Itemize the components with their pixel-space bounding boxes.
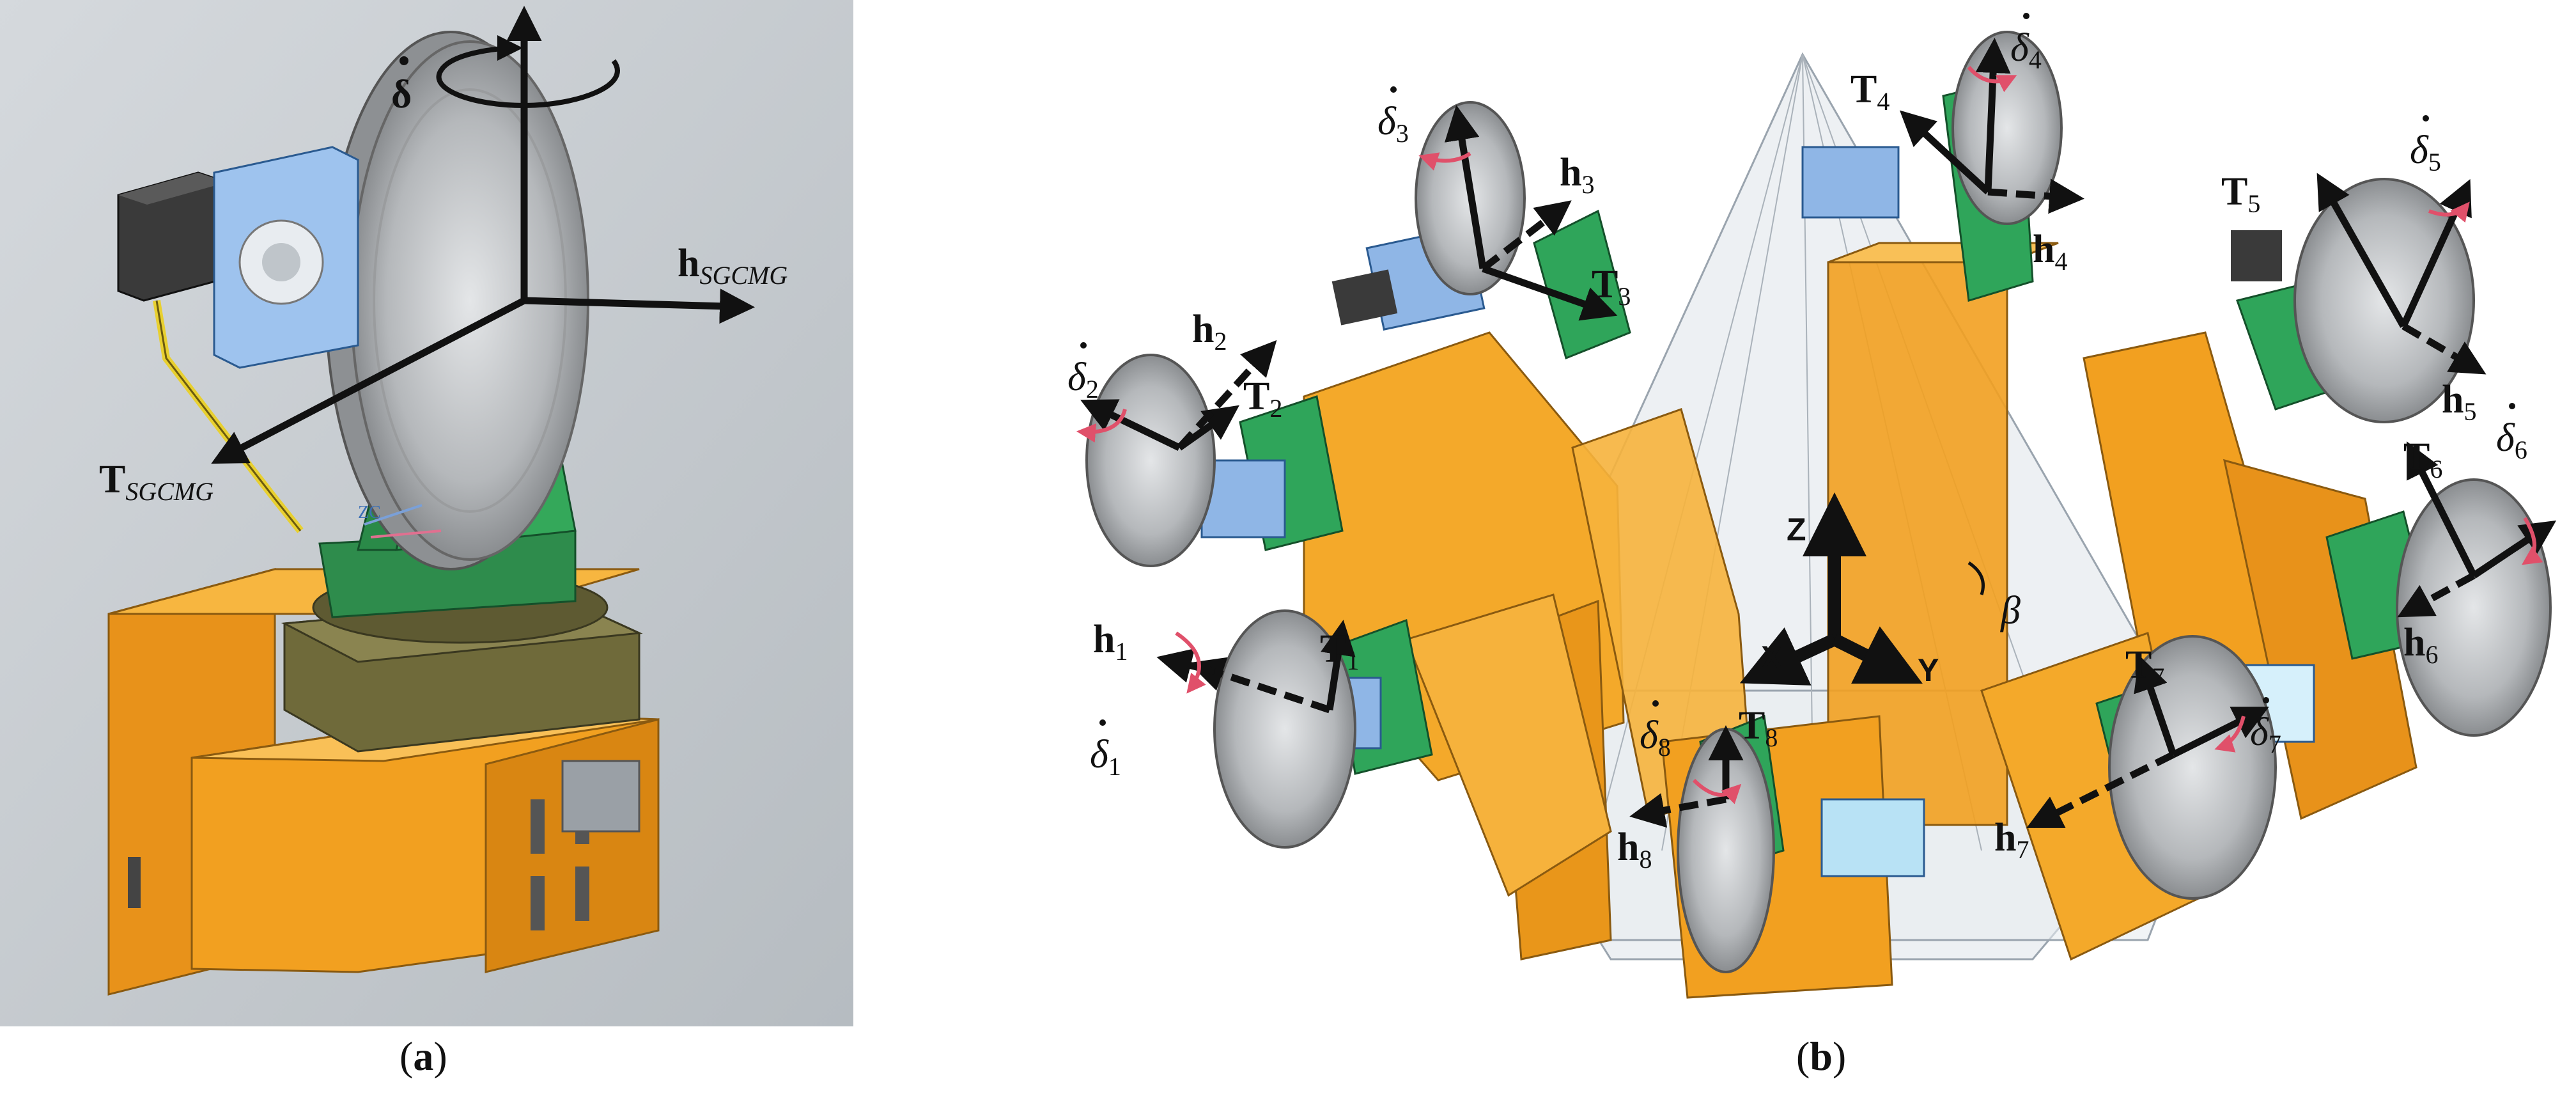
flywheel-5 [2293, 178, 2475, 423]
beta-angle-label: β [2000, 589, 2021, 632]
unit-3-vectors [1418, 105, 1618, 321]
delta-dot-overdot [400, 56, 408, 65]
panel-a: ZC δ hSGCMG TSGCMG [0, 0, 853, 1026]
unit-5-t-label: T5 [2221, 170, 2260, 218]
unit-6-delta-label: δ6 [2496, 416, 2527, 464]
unit-1-overdot [1099, 719, 1106, 726]
unit-4-delta-label: δ4 [2010, 26, 2042, 74]
unit-7-overdot [2263, 697, 2269, 703]
panel-a-vectors [211, 6, 755, 464]
support-blocks [1303, 242, 2417, 999]
unit-2-overdot [1080, 342, 1087, 349]
unit-8-t-label: T8 [1739, 704, 1778, 752]
unit-3-overdot [1390, 86, 1397, 93]
flywheels [1085, 31, 2552, 973]
unit-1-t-label: T1 [1320, 627, 1359, 675]
unit-3-delta-label: δ3 [1377, 100, 1409, 148]
unit-2-t-label: T2 [1243, 375, 1282, 423]
unit-8-overdot [1652, 700, 1659, 707]
unit-4-h-label: h4 [2033, 228, 2067, 276]
unit-6-t-label: T6 [2403, 435, 2442, 483]
unit-8-h-label: h8 [1617, 826, 1652, 874]
flywheel [325, 31, 589, 570]
coordinate-axes: Z X Y β [1739, 492, 2021, 688]
unit-5-vectors [2316, 173, 2487, 375]
flywheel-1 [1213, 609, 1356, 849]
unit-7-delta-label: δ7 [2250, 710, 2281, 758]
h-sgcmg-arrow [524, 288, 755, 324]
delta-dot-label: δ [391, 73, 412, 116]
unit-1-h-label: h1 [1093, 618, 1128, 666]
unit-5-overdot [2423, 115, 2429, 122]
unit-8-delta-label: δ8 [1640, 714, 1671, 762]
unit-7-h-label: h7 [1994, 816, 2029, 864]
unit-3-t-label: T3 [1592, 263, 1631, 311]
unit-8-vectors [1629, 725, 1744, 828]
unit-2-vectors [1076, 340, 1277, 451]
unit-1-vectors [1156, 620, 1356, 714]
unit-4-t-label: T4 [1851, 68, 1889, 116]
unit-4-vectors [1899, 38, 2084, 214]
axis-x-label: X [1761, 639, 1782, 675]
unit-7-vectors [2026, 655, 2269, 828]
unit-6-vectors [2397, 441, 2557, 618]
motor-assembly [117, 146, 359, 533]
unit-4-overdot [2023, 13, 2029, 19]
unit-2-delta-label: δ2 [1067, 356, 1099, 404]
caption-a: (a) [400, 1033, 447, 1079]
unit-6-overdot [2509, 403, 2515, 409]
flywheel-7 [2108, 635, 2277, 900]
h-sgcmg-label: hSGCMG [678, 242, 788, 290]
unit-6-h-label: h6 [2403, 621, 2438, 669]
unit-5-h-label: h5 [2442, 378, 2476, 426]
unit-3-h-label: h3 [1560, 151, 1594, 199]
axis-z-label: Z [1787, 512, 1806, 547]
t-sgcmg-label: TSGCMG [99, 458, 213, 506]
unit-1-delta-label: δ1 [1090, 733, 1121, 781]
unit-7-t-label: T7 [2125, 643, 2164, 691]
panel-b: Z X Y β [1067, 13, 2557, 999]
flywheel-6 [2396, 478, 2552, 737]
flywheel-2 [1085, 354, 1216, 567]
unit-2-h-label: h2 [1192, 308, 1227, 356]
unit-5-delta-label: δ5 [2410, 129, 2441, 176]
flywheel-4 [1951, 31, 2063, 225]
caption-b: (b) [1796, 1033, 1847, 1079]
gimbal-rotation-ring [436, 35, 620, 109]
t-sgcmg-arrow [211, 297, 526, 464]
axis-y-label: Y [1918, 652, 1939, 688]
